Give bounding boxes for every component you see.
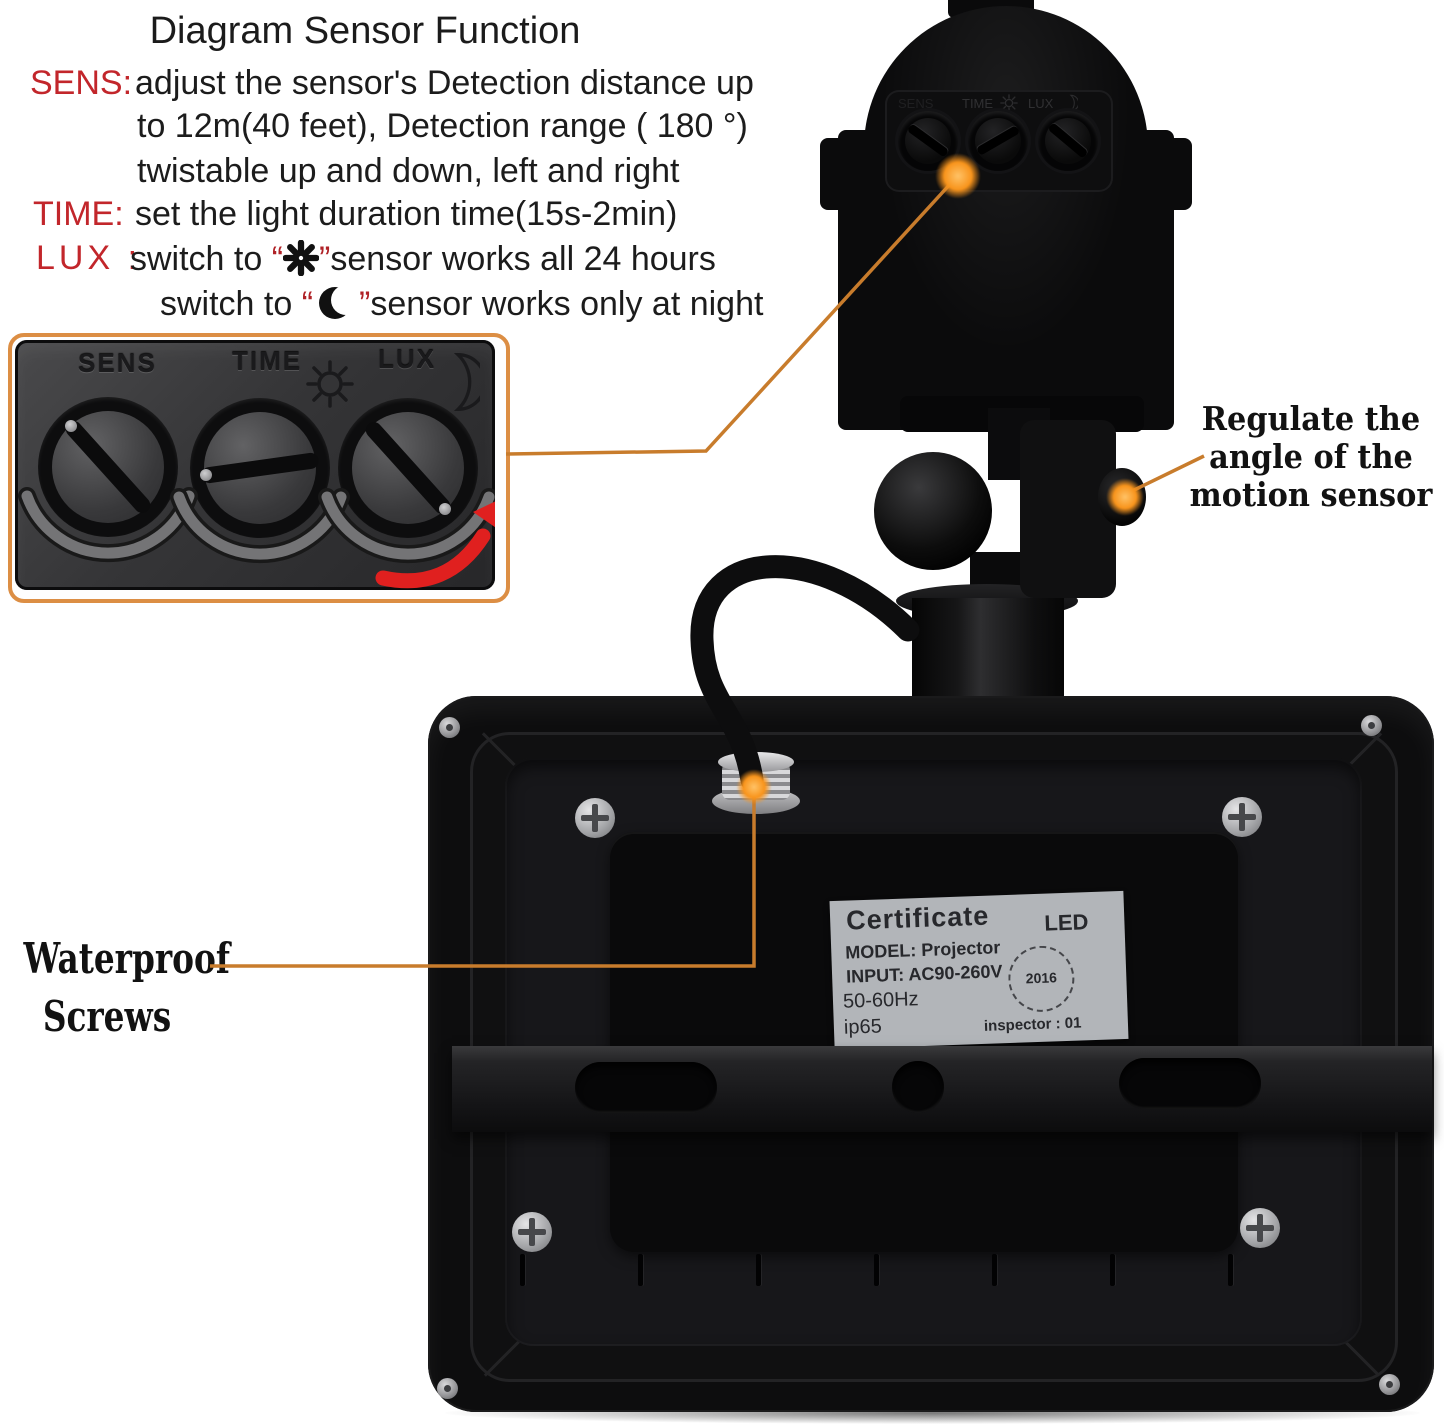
sensor-head-sheen: [864, 6, 1148, 386]
regulate-line-1: Regulate the: [1201, 399, 1421, 438]
glow-dot-sensor-head: [935, 153, 981, 199]
panel-dial-time-pivot: [200, 469, 212, 481]
head-engraving-lux: LUX: [1028, 96, 1054, 111]
waterproof-screw-top-right: [1222, 797, 1262, 837]
sens-label: SENS:: [30, 64, 133, 102]
panel-dial-lux-pivot: [439, 503, 451, 515]
waterproof-annotation: Waterproof Screws: [23, 930, 230, 1046]
date-stamp: 2016: [1007, 944, 1076, 1013]
glow-dot-cable-gland: [736, 769, 772, 805]
certificate-input-label: INPUT:: [845, 964, 905, 987]
regulate-line-2: angle of the: [1209, 437, 1413, 476]
sensor-head-left-wing: [820, 138, 846, 210]
certificate-model-label: MODEL:: [844, 940, 917, 963]
vent-slot: [874, 1254, 879, 1286]
vent-slot: [756, 1254, 761, 1286]
vent-slot: [992, 1254, 997, 1286]
open-quote: “: [271, 240, 284, 278]
head-engraving-time: TIME: [962, 96, 994, 111]
lux-line-1-pre: switch to: [130, 240, 272, 278]
date-stamp-year: 2016: [1025, 969, 1058, 987]
mount-stem: [912, 598, 1064, 713]
panel-arcs-and-arrow: [18, 487, 495, 589]
bracket-center-hole: [892, 1061, 944, 1113]
diagram-title: Diagram Sensor Function: [149, 10, 581, 52]
lux-line-1: switch to “ ”sensor works all 24 hours: [130, 240, 716, 278]
certificate-type: LED: [1043, 909, 1089, 936]
certificate-label: Certificate LED MODEL: Projector INPUT: …: [829, 890, 1129, 1050]
vent-slot: [1110, 1254, 1115, 1286]
panel-dial-sens-pivot: [65, 420, 77, 432]
glow-dot-ball-joint: [1106, 478, 1144, 516]
sensor-head-right-wing: [1166, 138, 1192, 210]
lux-line-2-pre: switch to: [160, 285, 302, 323]
lux-line-2: switch to “ ”sensor works only at night: [160, 285, 763, 323]
sens-line-3: twistable up and down, left and right: [137, 152, 680, 190]
close-quote: ”: [319, 240, 331, 278]
certificate-title: Certificate: [845, 900, 990, 936]
waterproof-screw-bottom-left: [512, 1212, 552, 1252]
vent-slot: [638, 1254, 643, 1286]
head-sun-icon: [1000, 94, 1018, 112]
vent-slot: [1228, 1254, 1233, 1286]
sens-line-1: adjust the sensor's Detection distance u…: [135, 64, 754, 102]
panel-sun-icon: [306, 360, 354, 408]
panel-label-lux: LUX: [378, 344, 436, 374]
rotate-arrow-icon: [375, 501, 495, 589]
corner-screw-bottom-right: [1379, 1374, 1400, 1395]
waterproof-screw-bottom-right: [1240, 1208, 1280, 1248]
regulate-annotation: Regulate the angle of the motion sensor: [1189, 400, 1434, 514]
panel-moon-icon: [453, 353, 480, 411]
panel-label-time: TIME: [232, 346, 303, 376]
corner-screw-top-right: [1361, 715, 1382, 736]
waterproof-line-2: Screws: [42, 992, 172, 1041]
certificate-input-row: INPUT: AC90-260V: [846, 961, 1003, 987]
certificate-input-value: AC90-260V: [908, 961, 1003, 985]
certificate-inspector: inspector : 01: [983, 1014, 1082, 1035]
lux-line-1-post: sensor works all 24 hours: [330, 240, 716, 278]
bracket-slot-left: [575, 1062, 717, 1113]
joint-ball: [874, 452, 992, 570]
time-line-1: set the light duration time(15s-2min): [135, 195, 678, 233]
lux-label: LUX :: [36, 239, 142, 277]
sens-line-2: to 12m(40 feet), Detection range ( 180 °…: [137, 107, 748, 145]
corner-screw-top-left: [439, 717, 460, 738]
panel-label-sens: SENS: [78, 348, 157, 378]
lux-line-2-post: sensor works only at night: [370, 285, 764, 323]
time-label: TIME:: [33, 195, 124, 233]
waterproof-screw-top-left: [575, 798, 615, 838]
vent-slot: [520, 1254, 525, 1286]
head-moon-icon: [1069, 94, 1078, 112]
moon-icon: [319, 285, 362, 321]
certificate-ip-rating: ip65: [843, 1015, 883, 1039]
close-quote: ”: [359, 285, 371, 323]
certificate-frequency: 50-60Hz: [842, 988, 919, 1013]
certificate-model-value: Projector: [920, 937, 1001, 960]
regulate-line-3: motion sensor: [1189, 475, 1433, 514]
open-quote: “: [301, 285, 314, 323]
waterproof-line-1: Waterproof: [23, 934, 230, 983]
certificate-model-row: MODEL: Projector: [845, 937, 1001, 963]
sun-icon: [283, 240, 320, 276]
bracket-slot-right: [1119, 1058, 1261, 1109]
corner-screw-bottom-left: [437, 1378, 458, 1399]
head-engraving-sens: SENS: [898, 96, 934, 111]
